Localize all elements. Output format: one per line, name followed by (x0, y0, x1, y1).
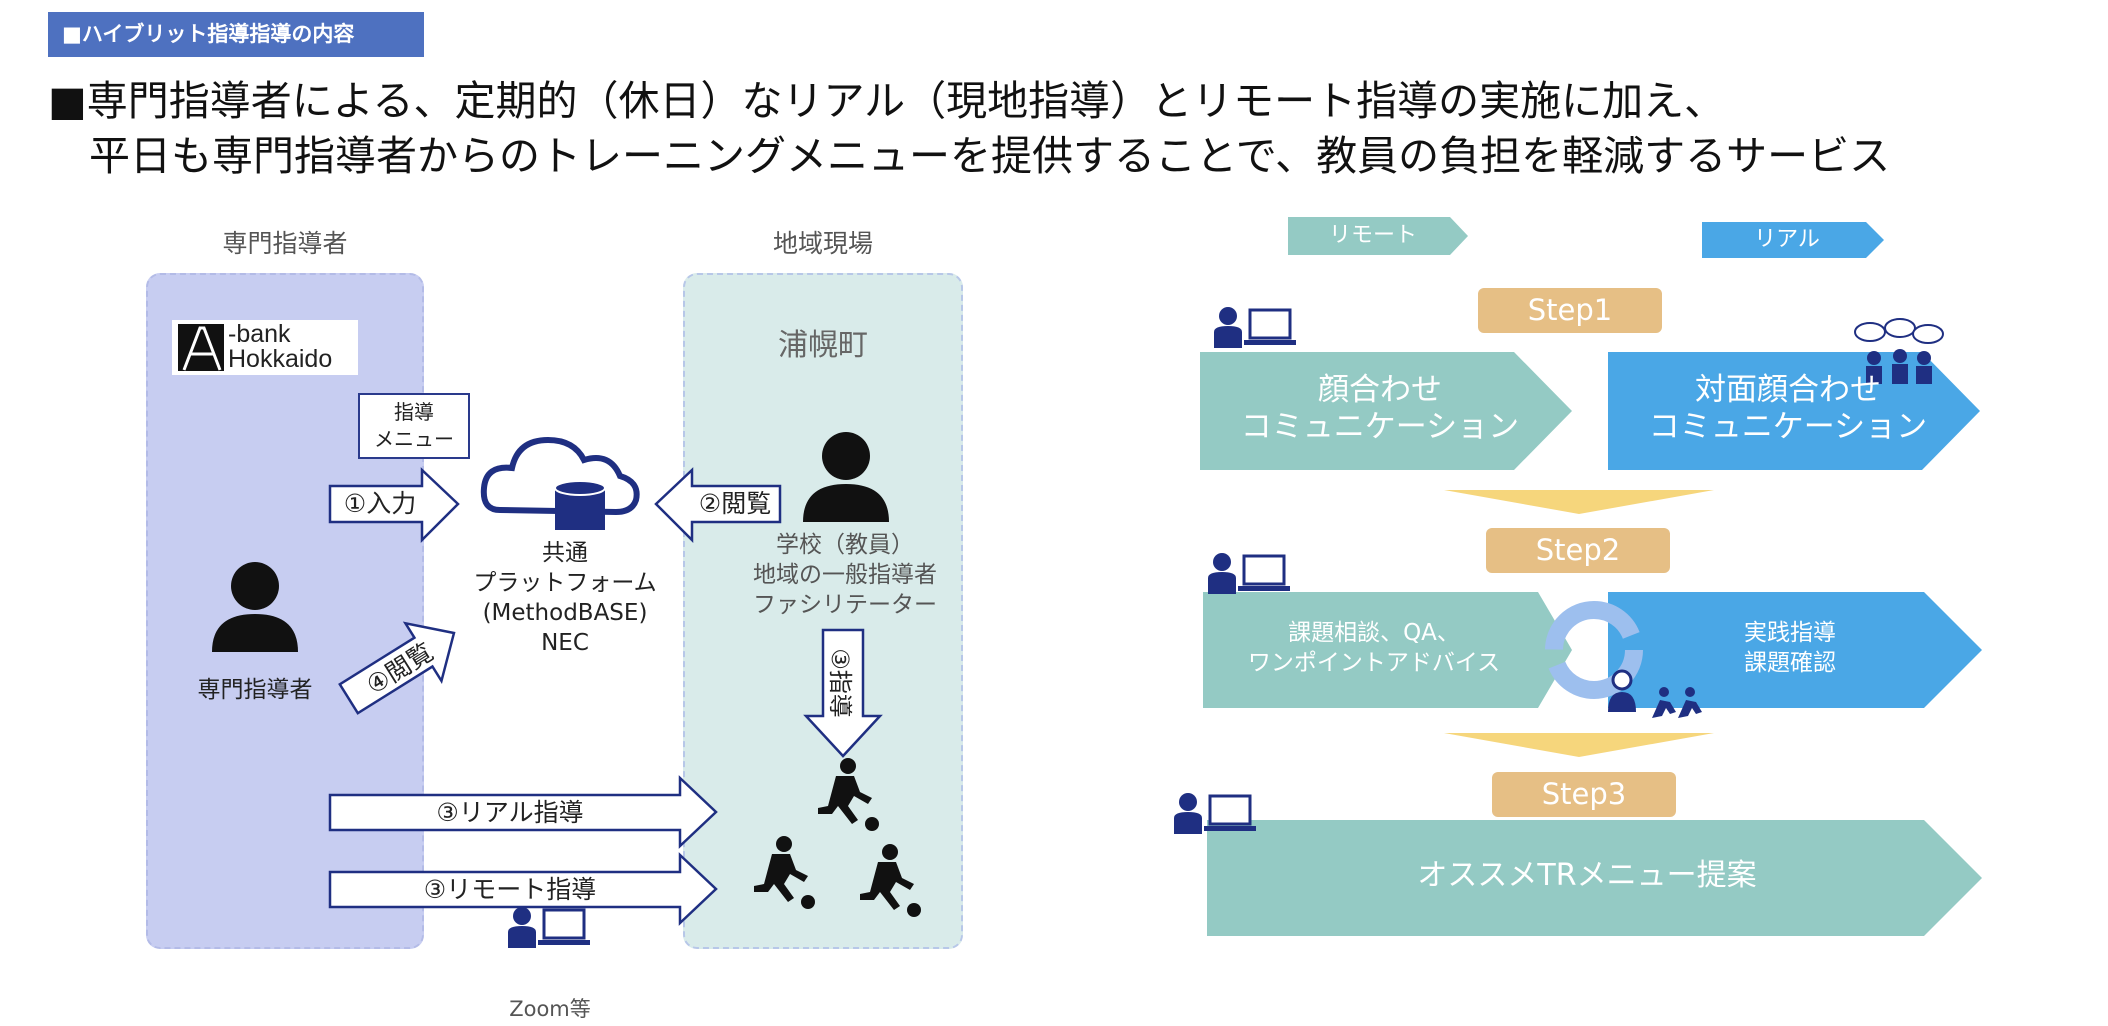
step2-remote-chevron (1203, 592, 1572, 708)
step1-real-label: 対面顔合わせ コミュニケーション (1648, 372, 1928, 445)
step3-badge: Step3 (1492, 772, 1676, 817)
site-people-label: 学校（教員） 地域の一般指導者 ファシリテーター (753, 532, 937, 618)
step-connector (1444, 733, 1714, 757)
expert-person-icon (212, 562, 298, 652)
runner-icon (860, 844, 921, 917)
expert-label: 専門指導者 (197, 677, 313, 703)
expert-panel (146, 273, 424, 949)
input-arrow-label: ①入力 (343, 489, 417, 518)
abank-logo-mark (178, 324, 224, 371)
remote-guidance-arrow (328, 852, 718, 926)
headline-line2: 平日も専門指導者からのトレーニングメニューを提供することで、教員の負担を軽減する… (48, 132, 1891, 180)
computer-user-icon (508, 907, 590, 948)
section-tag: ■ハイブリット指導指導の内容 (48, 12, 424, 57)
video-call-icon (1214, 307, 1296, 348)
abank-logo: -bank Hokkaido (172, 320, 358, 375)
header-remote-arrow (1288, 217, 1468, 255)
header-real-arrow (1702, 222, 1884, 258)
column-label-expert: 専門指導者 (222, 229, 348, 258)
step2-badge: Step2 (1486, 528, 1670, 573)
runner-icon (754, 836, 815, 909)
view-arrow-2 (654, 467, 782, 544)
town-name: 浦幌町 (778, 328, 868, 363)
header-real-label: リアル (1754, 227, 1820, 252)
coach-runners-icon (1608, 669, 1702, 718)
real-guidance-arrow (328, 775, 718, 849)
step3-remote-chevron (1207, 820, 1982, 936)
view-arrow-4 (338, 621, 456, 715)
guide-arrow-3-label: ③指導 (826, 648, 854, 718)
header-remote-label: リモート (1328, 223, 1417, 248)
real-guidance-label: ③リアル指導 (436, 798, 584, 827)
runner-icon (818, 758, 879, 831)
step-connector (1444, 490, 1714, 514)
step3-remote-label: オススメTRメニュー提案 (1417, 858, 1757, 893)
zoom-label: Zoom等 (509, 997, 591, 1021)
input-arrow (328, 467, 460, 544)
video-call-icon (1174, 793, 1256, 834)
cycle-icon (1545, 601, 1643, 699)
video-call-icon (1208, 553, 1290, 594)
headline: ■専門指導者による、定期的（休日）なリアル（現地指導）とリモート指導の実施に加え… (48, 74, 1890, 184)
teacher-person-icon (803, 432, 889, 522)
meeting-group-icon (1854, 318, 1944, 384)
step1-real-chevron (1608, 352, 1980, 470)
headline-line1: ■専門指導者による、定期的（休日）なリアル（現地指導）とリモート指導の実施に加え… (48, 77, 1726, 125)
menu-note: 指導 メニュー (358, 393, 470, 459)
guide-arrow-3 (803, 628, 883, 758)
cloud-icon (480, 436, 640, 530)
column-label-site: 地域現場 (772, 229, 873, 258)
view-arrow-2-label: ②閲覧 (698, 489, 772, 518)
step1-badge: Step1 (1478, 288, 1662, 333)
platform-label: 共通 プラットフォーム (MethodBASE) NEC (473, 540, 657, 656)
site-panel (683, 273, 963, 949)
step1-remote-label: 顔合わせ コミュニケーション (1240, 372, 1520, 445)
step2-remote-label: 課題相談、QA、 ワンポイントアドバイス (1247, 620, 1501, 676)
step1-remote-chevron (1200, 352, 1572, 470)
step2-real-label: 実践指導 課題確認 (1744, 620, 1836, 676)
abank-logo-text: -bank Hokkaido (228, 320, 333, 373)
remote-guidance-label: ③リモート指導 (423, 875, 597, 904)
step2-real-chevron (1608, 592, 1982, 708)
